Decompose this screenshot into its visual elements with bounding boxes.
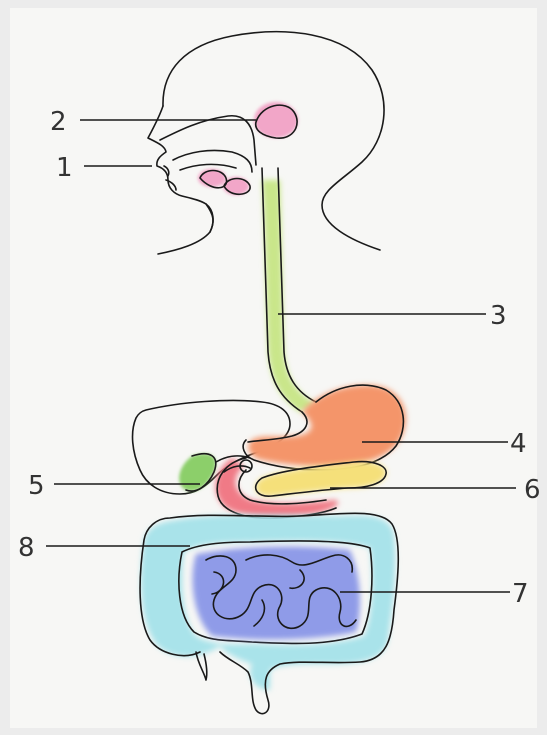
- small-intestine: [193, 547, 360, 640]
- label-8: 8: [18, 533, 35, 563]
- label-7: 7: [512, 579, 529, 609]
- label-4: 4: [510, 429, 527, 459]
- label-1: 1: [56, 153, 73, 183]
- submandibular-gland: [198, 169, 226, 187]
- label-3: 3: [490, 301, 507, 331]
- label-2: 2: [50, 107, 67, 137]
- label-6: 6: [524, 475, 541, 505]
- label-5: 5: [28, 471, 45, 501]
